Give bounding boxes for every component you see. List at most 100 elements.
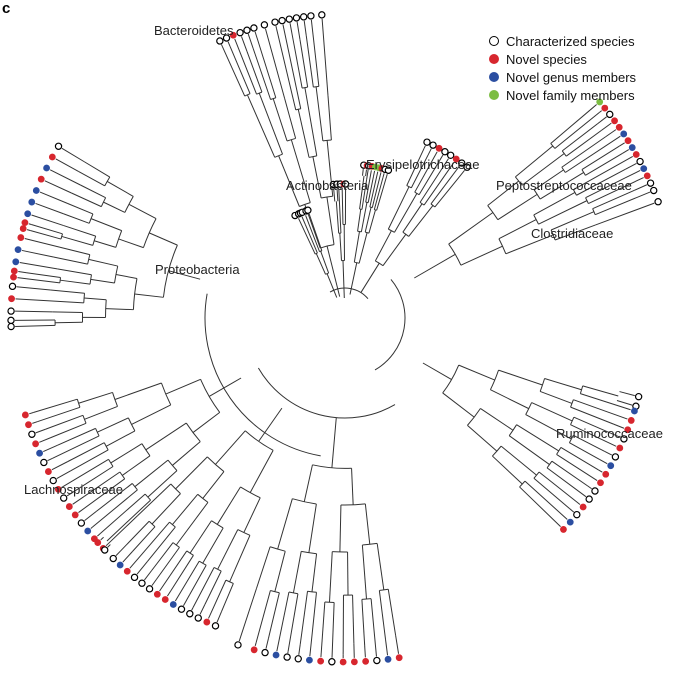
tree-tip — [24, 210, 32, 218]
tree-branch — [573, 416, 621, 438]
tree-branch — [599, 110, 602, 113]
tree-branch — [379, 172, 382, 176]
tree-branch — [115, 274, 138, 279]
tree-branch — [134, 293, 164, 298]
tree-branch — [573, 434, 605, 452]
clade-label-lachnospiraceae: Lachnospiraceae — [24, 482, 124, 497]
tree-branch — [376, 176, 388, 211]
tree-tip — [7, 322, 15, 331]
tree-branch — [427, 148, 432, 156]
tree-tip — [591, 487, 599, 495]
tree-branch — [331, 602, 335, 658]
tree-branch — [422, 362, 452, 380]
tree-branch — [78, 466, 114, 489]
tree-branch — [539, 172, 584, 200]
tree-branch — [151, 578, 158, 586]
tree-tip — [632, 151, 640, 158]
legend-label: Characterized species — [506, 33, 635, 49]
tree-branch — [78, 391, 113, 404]
tree-branch — [618, 142, 625, 147]
tree-tip — [341, 180, 350, 188]
tree-tip — [317, 657, 325, 665]
tree-branch — [297, 109, 310, 158]
tree-branch — [216, 611, 222, 623]
tree-branch — [600, 122, 612, 131]
tree-tip — [560, 526, 567, 533]
tree-branch — [234, 38, 258, 95]
tree-branch — [358, 232, 368, 264]
tree-tip — [49, 476, 57, 485]
tree-branch — [90, 278, 115, 284]
tree-branch — [570, 406, 615, 425]
tree-branch — [120, 520, 150, 552]
tree-branch — [26, 229, 31, 232]
tree-branch — [382, 173, 385, 178]
tree-tip — [611, 453, 620, 461]
tree-branch — [554, 112, 600, 149]
tree-branch — [108, 459, 114, 467]
tree-tip — [446, 151, 455, 159]
tree-branch — [221, 583, 234, 612]
clade-label-peptostreptococcaceae: Peptostreptococcaceae — [496, 178, 632, 193]
tree-tip — [318, 11, 326, 19]
tree-branch — [84, 510, 97, 521]
tree-branch — [498, 219, 537, 240]
legend: Characterized species Novel species Nove… — [489, 32, 636, 104]
tree-tip — [261, 648, 269, 657]
tree-branch — [67, 442, 105, 463]
tree-branch — [277, 498, 293, 550]
tree-branch — [106, 499, 151, 542]
legend-item-novel-genus: Novel genus members — [489, 68, 636, 86]
tree-branch — [321, 195, 333, 199]
tree-branch — [524, 480, 568, 520]
tree-branch — [374, 230, 392, 262]
tree-branch — [244, 430, 274, 451]
tree-branch — [351, 468, 354, 505]
tree-tip — [640, 165, 648, 173]
tree-branch — [221, 46, 246, 97]
tree-branch — [170, 555, 194, 592]
tree-tip — [384, 166, 393, 174]
tree-tip — [177, 605, 186, 613]
tree-branch — [349, 262, 358, 295]
tree-branch — [561, 123, 598, 152]
tree-tip — [21, 411, 29, 419]
tree-branch — [619, 391, 635, 397]
tree-branch — [136, 560, 148, 575]
tree-branch — [148, 232, 178, 246]
tree-tip — [435, 144, 443, 152]
tree-branch — [353, 231, 360, 263]
tree-branch — [26, 272, 61, 279]
tree-tip — [616, 444, 624, 452]
tree-branch — [339, 233, 342, 261]
tree-branch — [268, 592, 280, 639]
tree-branch — [525, 414, 572, 440]
tree-tip — [597, 479, 604, 487]
tree-branch — [110, 443, 143, 464]
tree-branch — [167, 459, 178, 471]
tree-branch — [97, 417, 129, 433]
tree-branch — [423, 164, 453, 206]
tree-tip — [101, 546, 109, 554]
tree-tip — [602, 470, 610, 478]
tree-branch — [311, 553, 318, 592]
tree-branch — [500, 445, 537, 476]
tree-tip — [153, 590, 161, 598]
tree-tip — [32, 187, 40, 194]
tree-branch — [172, 493, 199, 525]
tree-branch — [279, 591, 290, 637]
tree-branch — [299, 39, 309, 88]
tree-branch — [312, 156, 322, 199]
tree-branch — [599, 458, 608, 465]
tree-branch — [35, 202, 64, 215]
legend-label: Novel genus members — [506, 69, 637, 85]
tree-branch — [335, 201, 340, 234]
legend-label: Novel family members — [506, 87, 635, 103]
tree-branch — [105, 308, 134, 311]
tree-branch — [544, 378, 582, 391]
tree-branch — [621, 149, 630, 154]
tree-branch — [303, 20, 307, 36]
tree-branch — [162, 244, 178, 298]
tree-branch — [47, 457, 53, 462]
tree-branch — [103, 201, 126, 213]
